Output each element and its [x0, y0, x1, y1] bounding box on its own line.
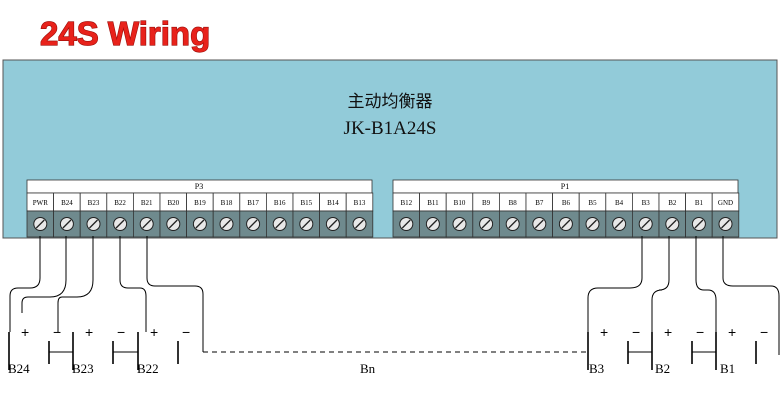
pin-label: B8: [509, 199, 518, 207]
screw-slot-icon: [694, 219, 704, 229]
battery-label: B2: [655, 361, 670, 376]
pin-label: B18: [221, 199, 233, 207]
screw-slot-icon: [641, 219, 651, 229]
bn-label: Bn: [360, 361, 376, 376]
pin-label: B24: [61, 199, 73, 207]
screw-slot-icon: [721, 219, 730, 229]
battery-cell: + − B2: [651, 324, 704, 376]
screw-slot-icon: [275, 219, 285, 229]
connector-header: P1: [561, 182, 569, 191]
screw-slot-icon: [62, 219, 72, 229]
battery-label: B23: [72, 361, 94, 376]
screw-slot-icon: [222, 219, 231, 229]
minus-sign: −: [696, 324, 704, 340]
pin-label: B5: [588, 199, 597, 207]
screw-slot-icon: [588, 219, 597, 229]
pin-label: B4: [615, 199, 624, 207]
pin-label: B3: [642, 199, 651, 207]
pin-label: B17: [247, 199, 259, 207]
pin-label: B2: [668, 199, 677, 207]
wire-gnd: [722, 236, 780, 355]
pin-label: B16: [274, 199, 286, 207]
pin-label: B13: [354, 199, 366, 207]
screw-slot-icon: [248, 219, 258, 229]
screw-slot-icon: [89, 219, 98, 229]
screw-slot-icon: [401, 219, 411, 229]
pin-label: B22: [114, 199, 126, 207]
screw-slot-icon: [168, 219, 178, 229]
pin-label: GND: [718, 199, 733, 207]
pin-label: B20: [167, 199, 179, 207]
battery-cell: + − B1: [715, 324, 768, 376]
minus-sign: −: [53, 324, 61, 340]
battery-cell: + − B3: [587, 324, 640, 376]
screw-slot-icon: [195, 219, 205, 229]
connector-p3: P3 PWR B24 B23 B22 B21 B20 B19 B18 B17 B16 B15 B14 B…: [26, 179, 374, 238]
screw-slot-icon: [614, 219, 624, 229]
minus-sign: −: [760, 324, 768, 340]
battery-cell: + − B23: [72, 324, 125, 376]
wires: [9, 236, 780, 355]
pin-label: B12: [400, 199, 412, 207]
wire-b21: [146, 236, 204, 352]
terminal-slot: [445, 210, 474, 238]
screw-slot-icon: [481, 219, 491, 229]
plus-sign: +: [150, 324, 158, 340]
battery-cell: + − B24: [8, 324, 61, 376]
plus-sign: +: [728, 324, 736, 340]
pin-label: B19: [194, 199, 206, 207]
minus-sign: −: [182, 324, 190, 340]
wire-b24: [21, 236, 67, 313]
pin-label: B9: [482, 199, 491, 207]
pin-label: PWR: [33, 199, 49, 207]
wire-b3: [587, 236, 643, 352]
screw-slot-icon: [355, 219, 364, 229]
wire-b2: [651, 236, 670, 332]
connector-header: P3: [195, 182, 203, 191]
pin-label: B23: [88, 199, 100, 207]
pin-label: B6: [562, 199, 571, 207]
screw-slot-icon: [534, 219, 544, 229]
pin-label: B14: [327, 199, 339, 207]
screw-slot-icon: [667, 219, 677, 229]
pin-label: B10: [454, 199, 466, 207]
battery-label: B1: [720, 361, 735, 376]
wire-b22: [119, 236, 147, 332]
battery-cell: + − B22: [137, 324, 190, 376]
minus-sign: −: [117, 324, 125, 340]
wire-b1: [695, 236, 717, 332]
screw-slot-icon: [142, 219, 152, 229]
screw-slot-icon: [428, 219, 438, 229]
battery-label: B3: [589, 361, 604, 376]
screw-slot-icon: [301, 219, 311, 229]
pin-label: B7: [535, 199, 544, 207]
connector-p1: P1 B12 B11 B10 B9 B8 B7 B6 B5 B4 B3 B2 B1 GND: [392, 179, 740, 238]
device-name: 主动均衡器: [348, 92, 433, 112]
screw-slot-icon: [561, 219, 571, 229]
wire-b23: [57, 236, 94, 332]
plus-sign: +: [85, 324, 93, 340]
plus-sign: +: [664, 324, 672, 340]
wire-pwr: [9, 236, 41, 332]
battery-label: B24: [8, 361, 30, 376]
pin-label: B15: [300, 199, 312, 207]
screw-slot-icon: [455, 219, 464, 229]
screw-slot-icon: [328, 219, 338, 229]
pin-label: B21: [141, 199, 153, 207]
diagram-title: 24S Wiring: [40, 15, 210, 52]
plus-sign: +: [600, 324, 608, 340]
device-model: JK-B1A24S: [344, 118, 437, 139]
pin-label: B11: [427, 199, 439, 207]
screw-slot-icon: [115, 219, 125, 229]
battery-string: + − B24 + − B23 + − B22 + − B3 + − B2 + − B1: [8, 324, 768, 376]
minus-sign: −: [632, 324, 640, 340]
screw-slot-icon: [508, 219, 518, 229]
plus-sign: +: [21, 324, 29, 340]
battery-label: B22: [137, 361, 159, 376]
pin-label: B1: [695, 199, 704, 207]
screw-slot-icon: [35, 219, 45, 229]
